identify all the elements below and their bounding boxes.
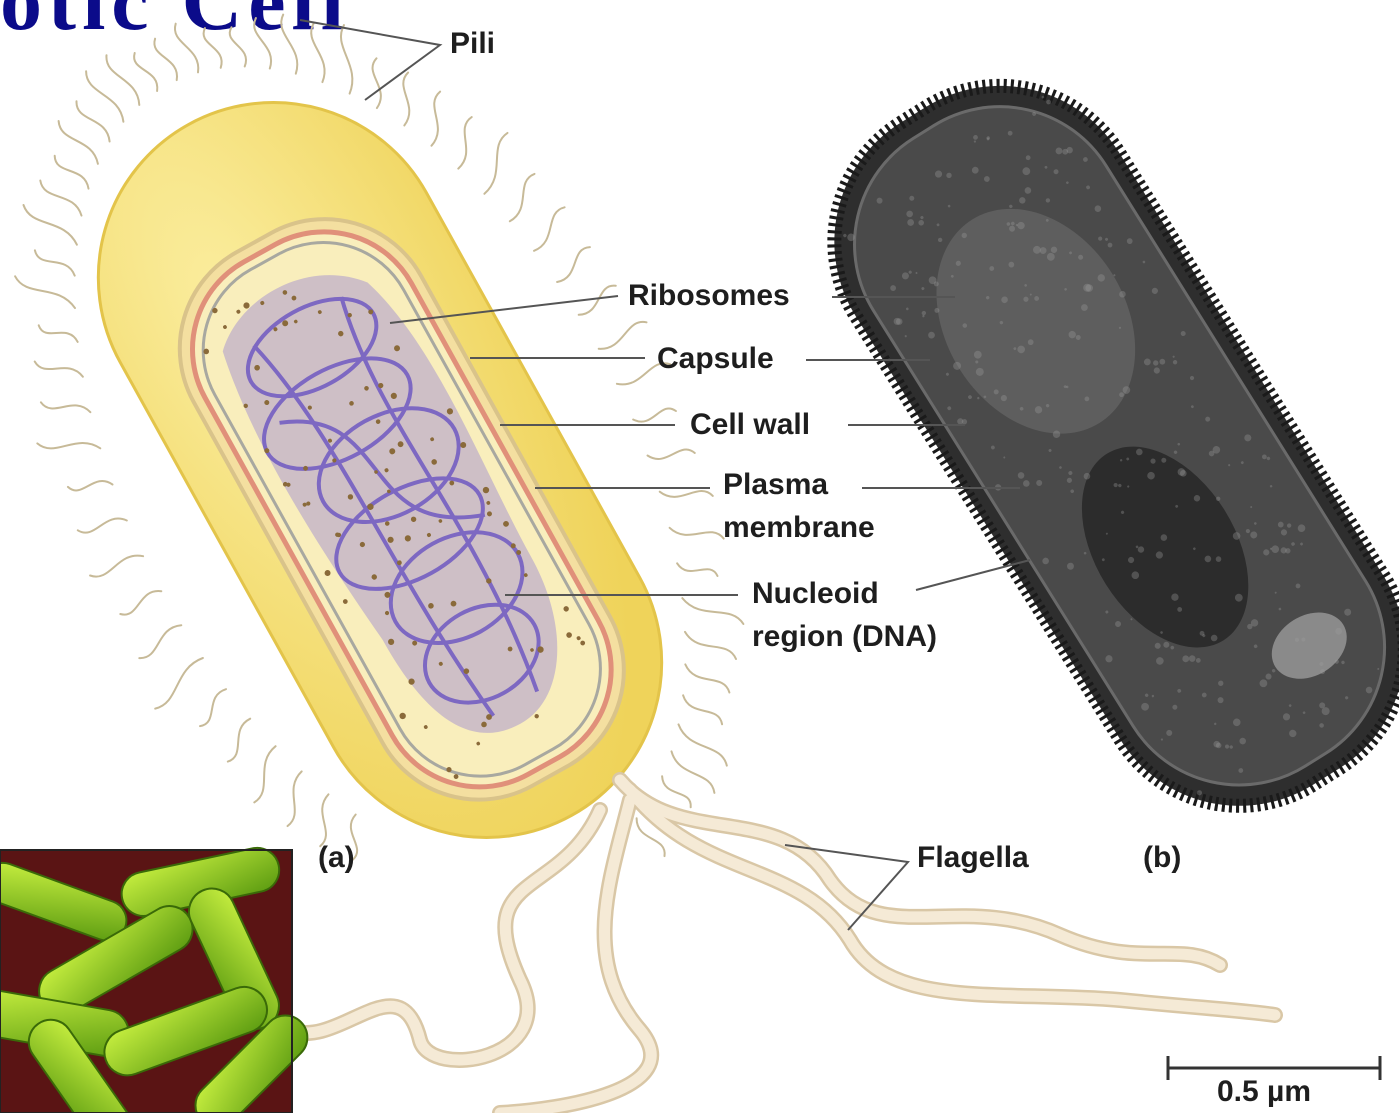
pilus [683, 695, 722, 724]
label-pili: Pili [450, 22, 495, 66]
pilus [633, 408, 676, 421]
pilus [373, 58, 381, 108]
sem-micrograph-photo [0, 844, 316, 1113]
label-nucleoid-line1: Nucleoid [752, 572, 879, 616]
pilus [139, 625, 181, 658]
label-flagella: Flagella [917, 836, 1029, 880]
pilus [510, 174, 535, 221]
label-panel-b: (b) [1143, 836, 1181, 880]
pilus [648, 449, 695, 459]
electron-micrograph [781, 33, 1399, 859]
pilus [599, 322, 647, 349]
pilus [59, 121, 98, 164]
pilus [679, 724, 727, 765]
pilus [155, 658, 203, 709]
bacterium-cell-illustration [35, 40, 724, 901]
pilus [672, 751, 715, 793]
pilus [68, 481, 113, 490]
pilus [15, 276, 75, 308]
pilus [86, 71, 123, 122]
pilus [228, 719, 250, 762]
pilus [281, 15, 297, 74]
pilus [677, 563, 717, 576]
pilus [55, 156, 89, 189]
pilus [35, 250, 75, 275]
pilus [662, 776, 691, 807]
pilus [40, 181, 81, 216]
pilus [78, 519, 127, 533]
pilus [484, 133, 507, 194]
pilus [39, 325, 78, 342]
pilus [660, 491, 713, 497]
pilus [106, 55, 139, 105]
pilus [685, 664, 729, 692]
pilus [311, 23, 324, 82]
pilus [682, 598, 743, 624]
pilus [90, 556, 143, 577]
label-plasma-membrane-line2: membrane [723, 506, 875, 550]
pilus [204, 28, 222, 68]
pilus [200, 689, 226, 726]
label-ribosomes: Ribosomes [628, 274, 790, 318]
pilus [403, 73, 409, 126]
label-panel-a: (a) [318, 836, 355, 880]
pilus [175, 24, 198, 73]
pilus [254, 18, 271, 69]
pilus [288, 771, 302, 826]
label-nucleoid-line2: region (DNA) [752, 615, 937, 659]
pilus [458, 117, 471, 169]
pilus [254, 746, 275, 802]
label-scale-bar: 0.5 µm [1217, 1070, 1311, 1113]
pilus [685, 632, 736, 659]
pilus [557, 247, 590, 282]
pili-leader [300, 20, 440, 100]
label-plasma-membrane-line1: Plasma [723, 463, 828, 507]
pilus [120, 591, 161, 615]
pilus [134, 53, 157, 91]
pilus [24, 205, 77, 245]
pilus [76, 101, 109, 141]
pilus [41, 402, 91, 412]
pilus [534, 207, 565, 251]
label-capsule: Capsule [657, 337, 774, 381]
pilus [35, 362, 83, 377]
pilus [341, 25, 352, 94]
pilus [432, 92, 441, 146]
pilus [230, 27, 246, 66]
pilus [670, 528, 724, 539]
pilus [37, 443, 100, 448]
pilus [154, 39, 177, 80]
label-cell-wall: Cell wall [690, 403, 810, 447]
